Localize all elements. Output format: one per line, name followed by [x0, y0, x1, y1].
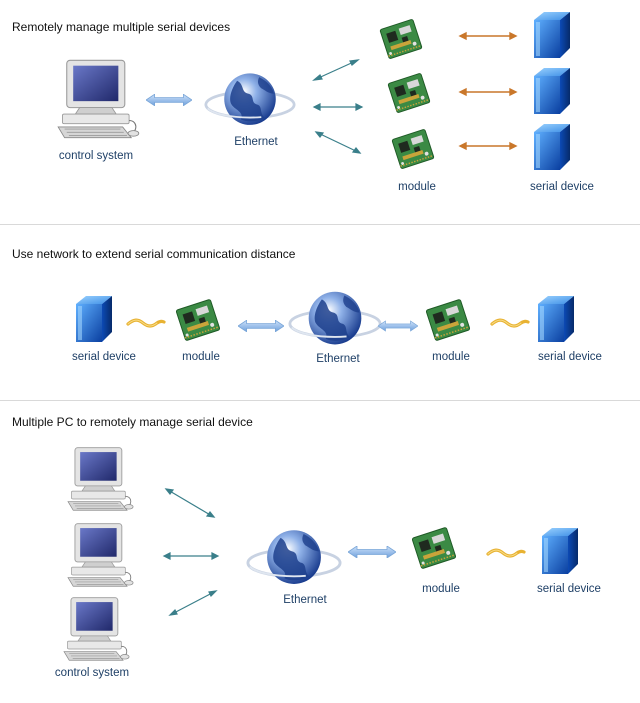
blue-link-icon	[348, 546, 396, 558]
module-icon	[175, 298, 221, 342]
section-3-title: Multiple PC to remotely manage serial de…	[12, 415, 253, 429]
control-system-label: control system	[58, 150, 134, 162]
computer-icon	[67, 447, 134, 511]
module-icon	[379, 18, 423, 60]
module-icon	[391, 128, 435, 170]
cube-icon	[538, 296, 574, 342]
section-2-title: Use network to extend serial communicati…	[12, 247, 296, 261]
module-icon	[425, 298, 471, 342]
cube-icon	[534, 12, 570, 58]
cube-icon	[542, 528, 578, 574]
wave-link-icon	[486, 548, 526, 558]
control-system-label: control system	[54, 667, 130, 679]
serial-device-label-left: serial device	[72, 351, 136, 363]
blue-link-icon	[146, 94, 192, 106]
divider	[0, 224, 640, 225]
divider	[0, 400, 640, 401]
ethernet-label: Ethernet	[234, 136, 278, 148]
computer-icon	[67, 523, 134, 587]
network-arrows	[312, 59, 364, 154]
blue-link-icon	[378, 320, 418, 332]
module-icon	[387, 72, 431, 114]
wave-link-icon	[490, 318, 530, 328]
globe-icon	[288, 290, 382, 346]
wave-link-icon	[126, 318, 166, 328]
ethernet-label: Ethernet	[283, 594, 327, 606]
serial-device-label-right: serial device	[538, 351, 602, 363]
serial-device-label: serial device	[530, 181, 594, 193]
globe-icon	[246, 528, 342, 586]
network-arrows	[162, 488, 220, 616]
blue-link-icon	[238, 320, 284, 332]
serial-device-label: serial device	[537, 583, 601, 595]
module-label-right: module	[432, 351, 470, 363]
cube-icon	[534, 124, 570, 170]
module-label: module	[398, 181, 436, 193]
module-label: module	[422, 583, 460, 595]
computer-icon	[63, 597, 130, 661]
ethernet-label: Ethernet	[316, 353, 360, 365]
module-label-left: module	[182, 351, 220, 363]
module-icon	[411, 526, 457, 570]
cube-icon	[534, 68, 570, 114]
computer-icon	[57, 59, 140, 139]
cube-icon	[76, 296, 112, 342]
globe-icon	[204, 72, 296, 127]
section-1-title: Remotely manage multiple serial devices	[12, 20, 231, 34]
serial-arrows	[458, 31, 518, 151]
